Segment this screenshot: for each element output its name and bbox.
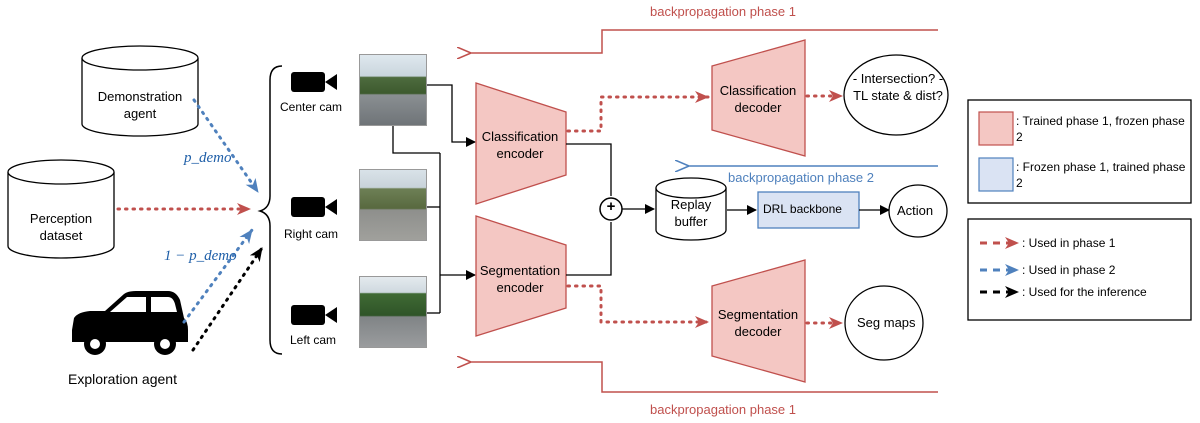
camera-connectors <box>392 84 476 314</box>
segmentation-decoder-shape <box>711 259 806 383</box>
arrow-seg-encoder-to-decoder <box>566 284 710 328</box>
legend-phase1-label: : Used in phase 1 <box>1022 236 1116 250</box>
backprop-bottom-arrow <box>470 362 938 393</box>
center-camera-icon <box>291 72 337 92</box>
combine-symbol: + <box>606 198 616 215</box>
legend-frozen-phase1-label: : Frozen phase 1, trained phase 2 <box>1016 160 1186 190</box>
backprop-phase2-label: backpropagation phase 2 <box>728 170 875 185</box>
classification-decoder-shape <box>711 39 806 157</box>
one-minus-p-demo-label: 1 − p_demo <box>164 248 237 264</box>
left-camera-icon <box>291 305 337 325</box>
segmentation-encoder-shape <box>475 215 567 337</box>
arrow-exploration-black-to-brace <box>191 246 264 352</box>
drl-backbone-label: DRL backbone <box>763 202 842 216</box>
camera-brace <box>257 65 283 355</box>
right-camera-icon <box>291 197 337 217</box>
center-camera-image <box>359 54 427 126</box>
classification-decoder-label: Classification decoder <box>719 83 797 115</box>
action-label: Action <box>897 203 934 218</box>
perception-dataset-cylinder <box>7 159 115 259</box>
legend-blue-swatch <box>978 157 1014 192</box>
perception-dataset-label: Perception dataset <box>29 211 93 243</box>
backprop-top-label: backpropagation phase 1 <box>650 4 797 19</box>
left-camera-image <box>359 276 427 348</box>
segmentation-decoder-label: Segmentation decoder <box>717 307 799 339</box>
car-icon <box>72 291 188 355</box>
classification-output-label: - Intersection? - TL state & dist? <box>852 71 944 103</box>
demonstration-agent-label: Demonstration agent <box>97 89 183 121</box>
arrow-exploration-blue-to-brace <box>182 228 254 324</box>
encoder-to-combine-lines <box>566 143 612 276</box>
center-cam-label: Center cam <box>280 100 343 114</box>
arrow-demo-to-brace <box>192 98 260 194</box>
legend-phase2-label: : Used in phase 2 <box>1022 263 1116 277</box>
action-ellipse <box>888 184 948 238</box>
legend-pink-swatch <box>978 111 1014 146</box>
classification-encoder-shape <box>475 82 567 205</box>
segmentation-encoder-label: Segmentation encoder <box>479 263 561 295</box>
classification-output-ellipse <box>843 54 949 136</box>
replay-buffer-cylinder <box>655 177 727 241</box>
drl-backbone-box <box>757 191 860 229</box>
replay-buffer-label: Replay buffer <box>670 197 712 229</box>
exploration-agent-label: Exploration agent <box>68 371 177 387</box>
segmentation-output-label: Seg maps <box>857 315 916 330</box>
backprop-top-arrow <box>470 29 938 53</box>
classification-encoder-label: Classification encoder <box>481 129 559 161</box>
segmentation-output-ellipse <box>844 285 924 361</box>
left-cam-label: Left cam <box>290 333 337 347</box>
arrow-cls-encoder-to-decoder <box>566 91 710 133</box>
legend-trained-phase1-label: : Trained phase 1, frozen phase 2 <box>1016 114 1185 144</box>
p-demo-label: p_demo <box>184 150 232 166</box>
right-cam-label: Right cam <box>284 227 339 241</box>
right-camera-image <box>359 169 427 241</box>
demonstration-agent-cylinder <box>81 45 199 137</box>
legend-inference-label: : Used for the inference <box>1022 285 1147 299</box>
backprop-bottom-label: backpropagation phase 1 <box>650 402 797 417</box>
